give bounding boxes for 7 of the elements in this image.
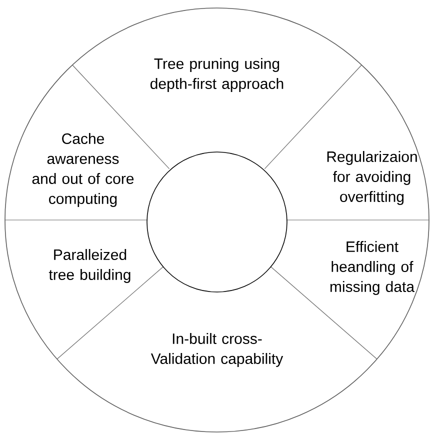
sector-label: Efficient heandling of missing data [330,241,414,295]
sector-label: Tree pruning using depth-first approach [150,58,284,92]
sector-label: Paralleized tree building [48,249,130,283]
sector-label: In-built cross-Validation capability [150,333,284,367]
sector-label: Cache awareness and out of core computing [32,133,134,207]
center-circle [146,152,288,292]
sector-label: Regularizaion for avoiding overfitting [327,151,417,205]
